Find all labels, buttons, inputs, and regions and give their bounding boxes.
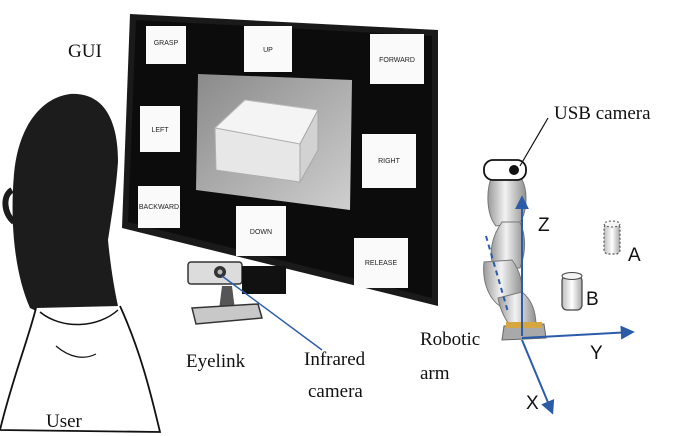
robotic-arm-label-line2: arm bbox=[420, 363, 450, 384]
gui-button-up-label: UP bbox=[263, 47, 273, 54]
gui-button-grasp-label: GRASP bbox=[154, 40, 179, 47]
gui-label: GUI bbox=[68, 41, 102, 62]
gui-button-left[interactable]: LEFT bbox=[140, 106, 180, 152]
gui-button-grasp[interactable]: GRASP bbox=[146, 26, 186, 64]
axis-x-label: X bbox=[526, 393, 539, 414]
usb-camera-lens bbox=[509, 165, 519, 175]
coordinate-axes bbox=[515, 195, 635, 415]
gui-monitor: GRASP UP FORWARD LEFT RIGHT BACKWARD DOW… bbox=[122, 14, 438, 306]
gui-button-right[interactable]: RIGHT bbox=[362, 134, 416, 188]
gui-button-down[interactable]: DOWN bbox=[236, 206, 286, 256]
usb-camera-pointer-line bbox=[519, 117, 549, 167]
infrared-pointer-line bbox=[221, 275, 323, 351]
infrared-camera-label-line1: Infrared bbox=[304, 349, 366, 370]
gui-button-backward[interactable]: BACKWARD bbox=[138, 186, 180, 228]
object-a-label: A bbox=[628, 245, 641, 266]
gui-button-right-label: RIGHT bbox=[378, 158, 401, 165]
usb-camera bbox=[483, 159, 527, 181]
object-b bbox=[561, 272, 583, 311]
arm-dashed-line bbox=[485, 235, 509, 313]
user-figure bbox=[0, 93, 162, 433]
gui-button-release[interactable]: RELEASE bbox=[354, 238, 408, 288]
axis-z-label: Z bbox=[538, 215, 550, 236]
gui-button-left-label: LEFT bbox=[151, 127, 169, 134]
usb-camera-label: USB camera bbox=[554, 103, 651, 124]
gui-button-backward-label: BACKWARD bbox=[139, 204, 179, 211]
axis-y-arrow bbox=[521, 325, 635, 340]
infrared-camera-label-line2: camera bbox=[308, 381, 363, 402]
robotic-arm-label-line1: Robotic bbox=[420, 329, 481, 350]
gui-button-forward-label: FORWARD bbox=[379, 57, 415, 64]
robotic-arm bbox=[483, 175, 547, 341]
axis-y-label: Y bbox=[590, 343, 603, 364]
axis-x-arrow bbox=[521, 339, 555, 415]
object-a bbox=[603, 220, 621, 255]
user-label: User bbox=[46, 411, 82, 432]
camera-feed bbox=[196, 74, 352, 210]
object-b-label: B bbox=[586, 289, 599, 310]
gui-button-down-label: DOWN bbox=[250, 229, 272, 236]
gui-button-up[interactable]: UP bbox=[244, 26, 292, 72]
gui-button-forward[interactable]: FORWARD bbox=[370, 34, 424, 84]
gui-button-release-label: RELEASE bbox=[365, 260, 398, 267]
eyelink-label: Eyelink bbox=[186, 351, 246, 372]
eyelink-tracker bbox=[187, 261, 286, 325]
